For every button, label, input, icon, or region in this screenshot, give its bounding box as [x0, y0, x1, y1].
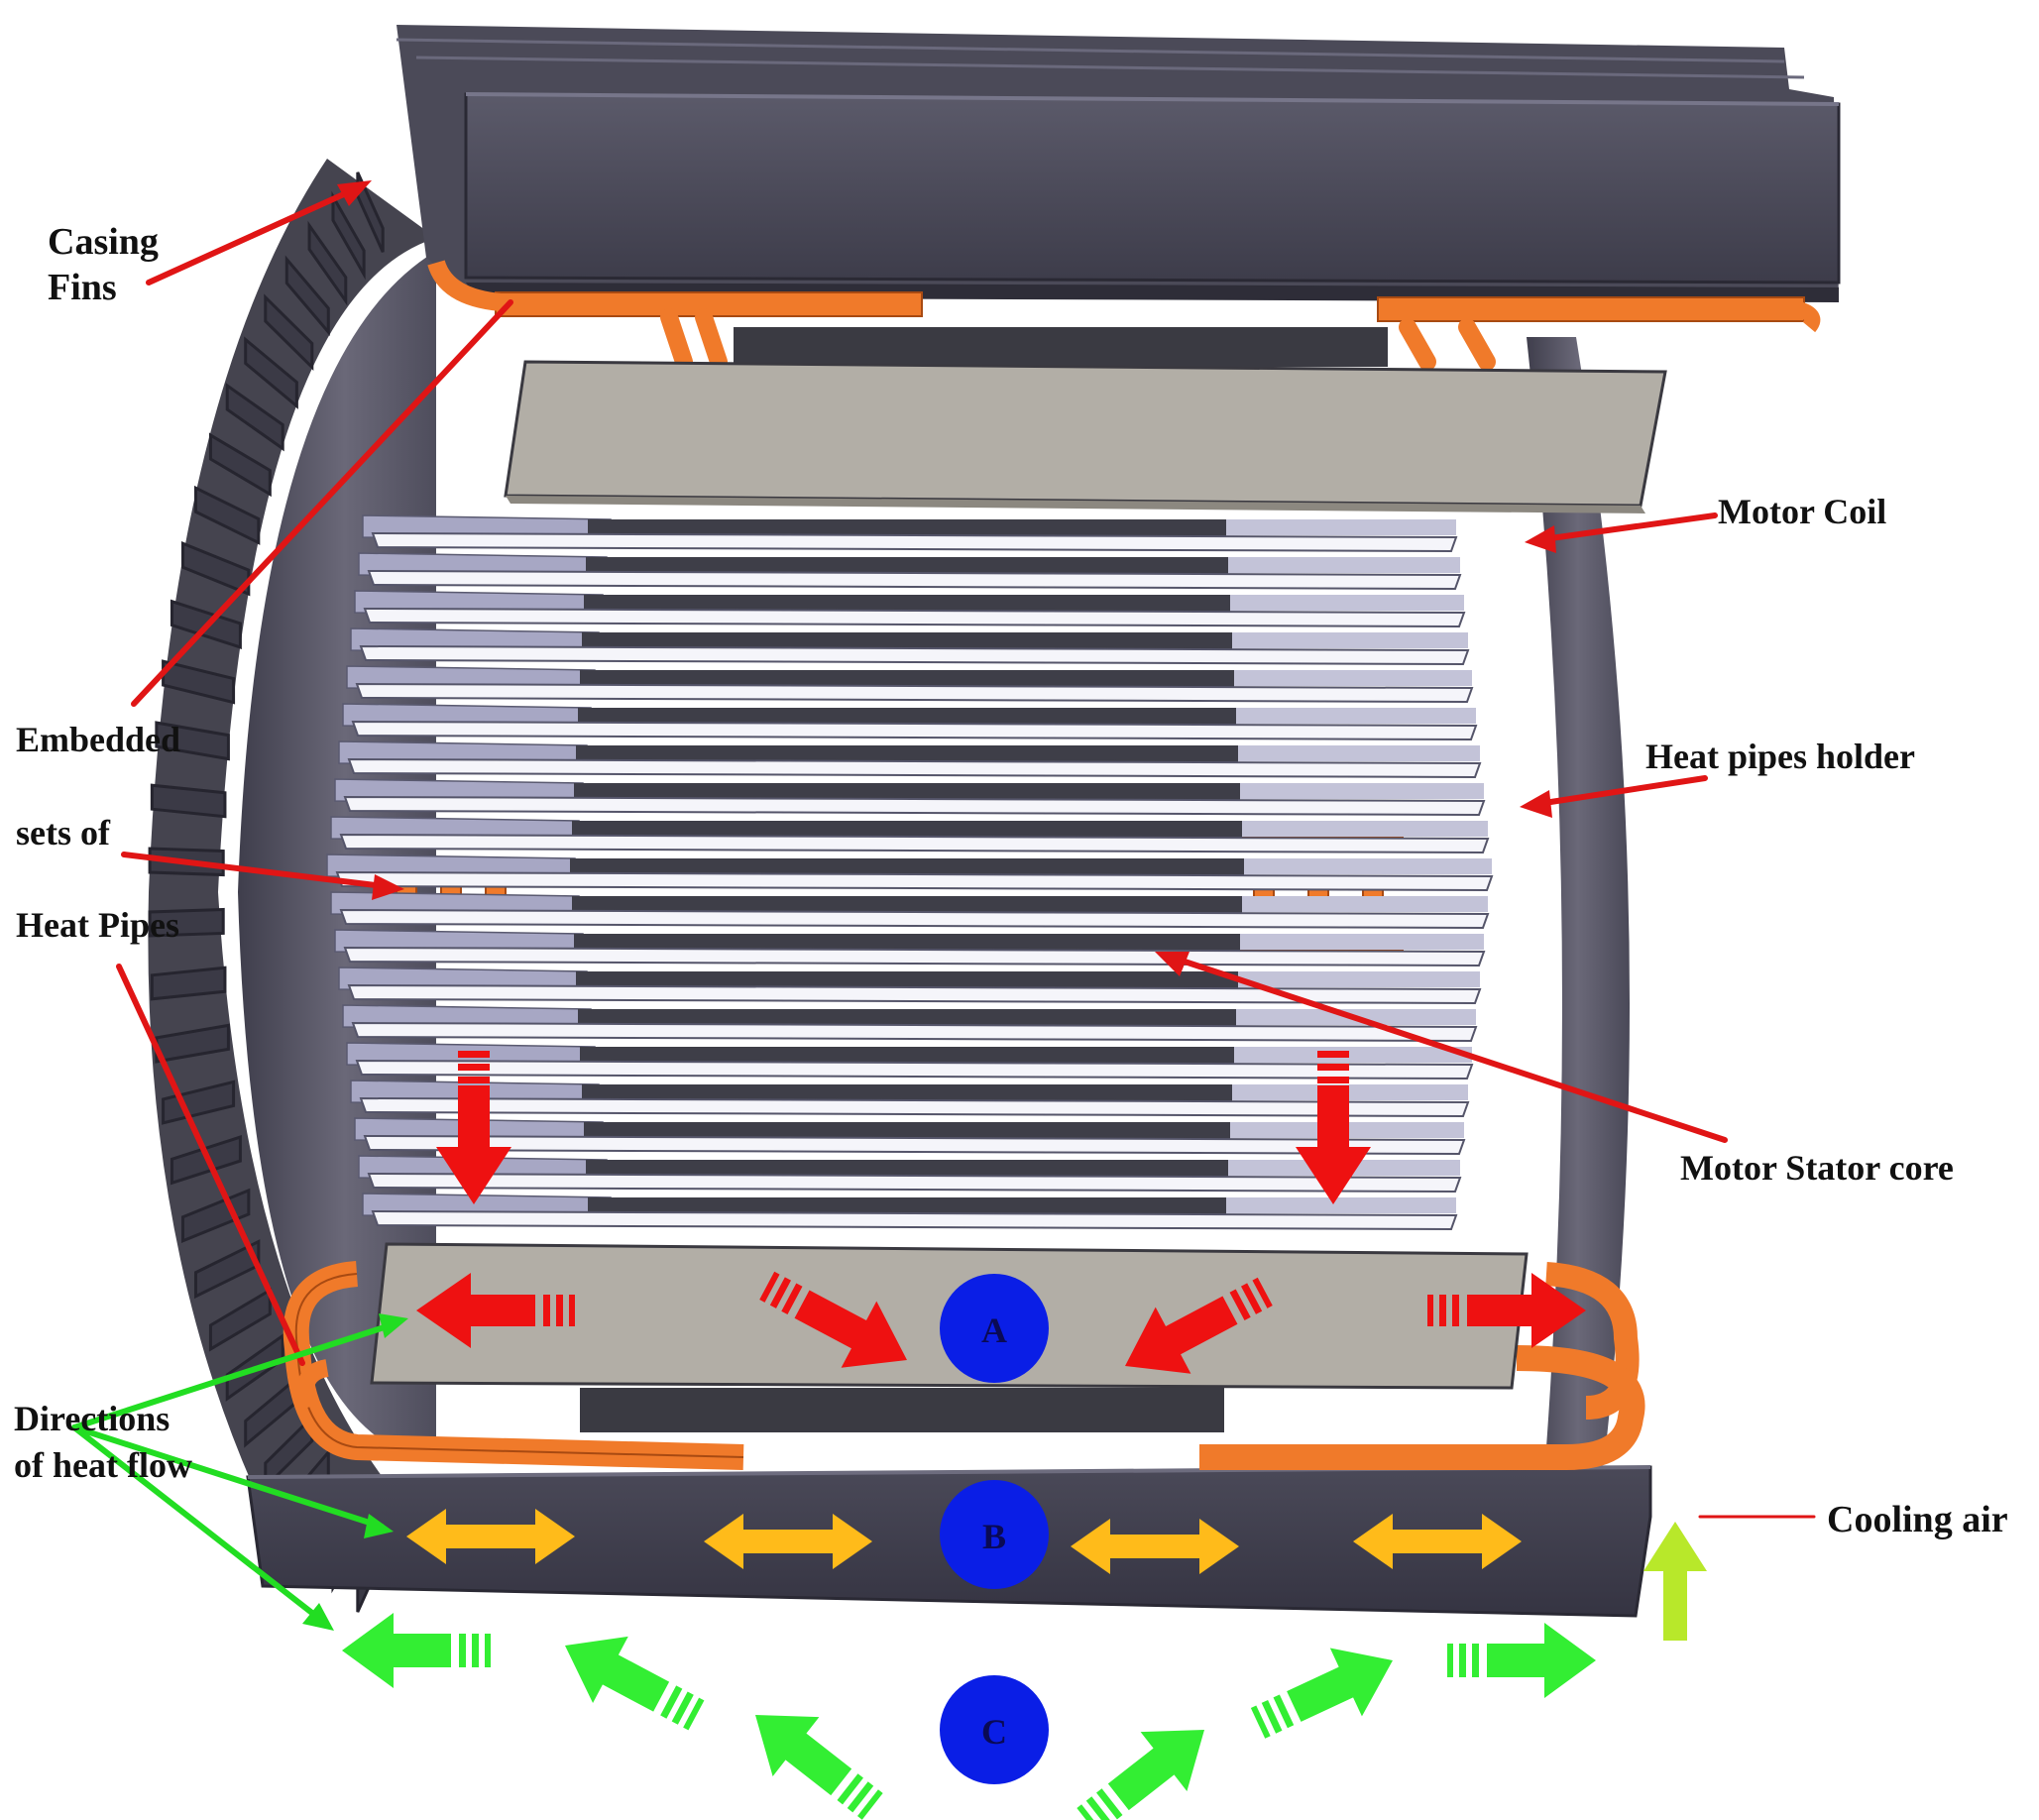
lamination [339, 833, 1490, 854]
casing-fin [244, 336, 298, 409]
marker-a: A [940, 1274, 1049, 1383]
marker-a-label: A [981, 1310, 1007, 1350]
lamination-shade-right [1234, 1047, 1472, 1063]
casing-fin [225, 383, 284, 452]
air-arrow-3 [732, 1685, 896, 1820]
casing-fin [150, 783, 227, 819]
marker-c: C [940, 1675, 1049, 1784]
lamination-shade-right [1230, 595, 1464, 611]
label-embedded: Embedded [16, 720, 180, 759]
air-arrow-2 [547, 1612, 715, 1749]
label-of-heat-flow: of heat flow [14, 1445, 192, 1485]
lamination [351, 1021, 1478, 1043]
lamination-shade-right [1242, 896, 1488, 912]
labels: Casing Fins Motor Coil Embedded sets of … [14, 221, 2008, 1540]
label-casing: Casing [48, 221, 159, 263]
casing-fin [150, 966, 227, 1001]
lamination-shade-right [1240, 783, 1484, 799]
lamination [359, 1096, 1470, 1118]
lamination [367, 1172, 1462, 1194]
marker-b-label: B [982, 1517, 1006, 1556]
lamination [335, 870, 1494, 892]
casing-fin [193, 1239, 261, 1300]
lamination [363, 607, 1466, 628]
lamination [339, 908, 1490, 930]
lamination [367, 569, 1462, 591]
air-arrow-1 [342, 1613, 491, 1688]
lamination-shade-right [1242, 821, 1488, 837]
lamination-shade-right [1244, 858, 1492, 874]
label-fins: Fins [48, 267, 117, 308]
label-sets-of: sets of [16, 813, 111, 853]
lamination [363, 1134, 1466, 1156]
label-heat-pipes: Heat Pipes [16, 905, 179, 945]
label-motor-coil: Motor Coil [1718, 492, 1886, 531]
casing-fin [162, 1080, 236, 1125]
label-heat-pipes-holder: Heat pipes holder [1645, 737, 1915, 776]
casing-fin [208, 1287, 272, 1352]
marker-b: B [940, 1480, 1049, 1589]
label-directions: Directions [14, 1399, 170, 1438]
casing-fin [148, 907, 225, 938]
label-cooling-air: Cooling air [1827, 1499, 2008, 1540]
marker-a-circle [940, 1274, 1049, 1383]
lamination-shade-right [1232, 1084, 1468, 1100]
lamination-shade-right [1232, 632, 1468, 648]
casing-fin [284, 255, 330, 337]
casing-fin [331, 190, 366, 281]
lamination [355, 682, 1474, 704]
cooling-air-arrow [1643, 1522, 1707, 1641]
lamination-shade-right [1240, 934, 1484, 950]
casing-fin [180, 1188, 251, 1243]
casing-fin [155, 1023, 230, 1064]
lamination-shade-right [1234, 670, 1472, 686]
casing-fin [180, 541, 251, 597]
motor-stator-core [326, 514, 1494, 1231]
casing-fin [307, 220, 348, 306]
heat-pipes-holder [1527, 337, 1630, 1447]
marker-b-circle [940, 1480, 1049, 1589]
lamination [351, 720, 1478, 741]
lamination [371, 1209, 1458, 1231]
lamination [355, 1059, 1474, 1081]
lamination [343, 946, 1486, 967]
lamination [371, 531, 1458, 553]
marker-c-label: C [981, 1712, 1007, 1752]
lamination-shade-right [1236, 708, 1476, 724]
lamination [347, 983, 1482, 1005]
casing-fin [155, 721, 230, 761]
casing-fin [162, 659, 236, 705]
lamination [359, 644, 1470, 666]
leader-lines [71, 180, 1816, 1631]
marker-c-circle [940, 1675, 1049, 1784]
lamination-shade-right [1228, 557, 1460, 573]
label-motor-stator-core: Motor Stator core [1680, 1148, 1954, 1188]
lamination-shade-right [1226, 1197, 1456, 1213]
air-arrow-5 [1241, 1626, 1410, 1758]
casing-fin [208, 432, 272, 498]
casing-fin [264, 293, 314, 371]
lamination-shade-right [1238, 971, 1480, 987]
lamination [347, 757, 1482, 779]
air-arrow-4 [1064, 1700, 1228, 1820]
lamination-shade-right [1226, 519, 1456, 535]
lamination-shade-right [1238, 745, 1480, 761]
lamination [343, 795, 1486, 817]
air-arrow-6 [1447, 1623, 1596, 1698]
casing-fin [193, 485, 261, 545]
